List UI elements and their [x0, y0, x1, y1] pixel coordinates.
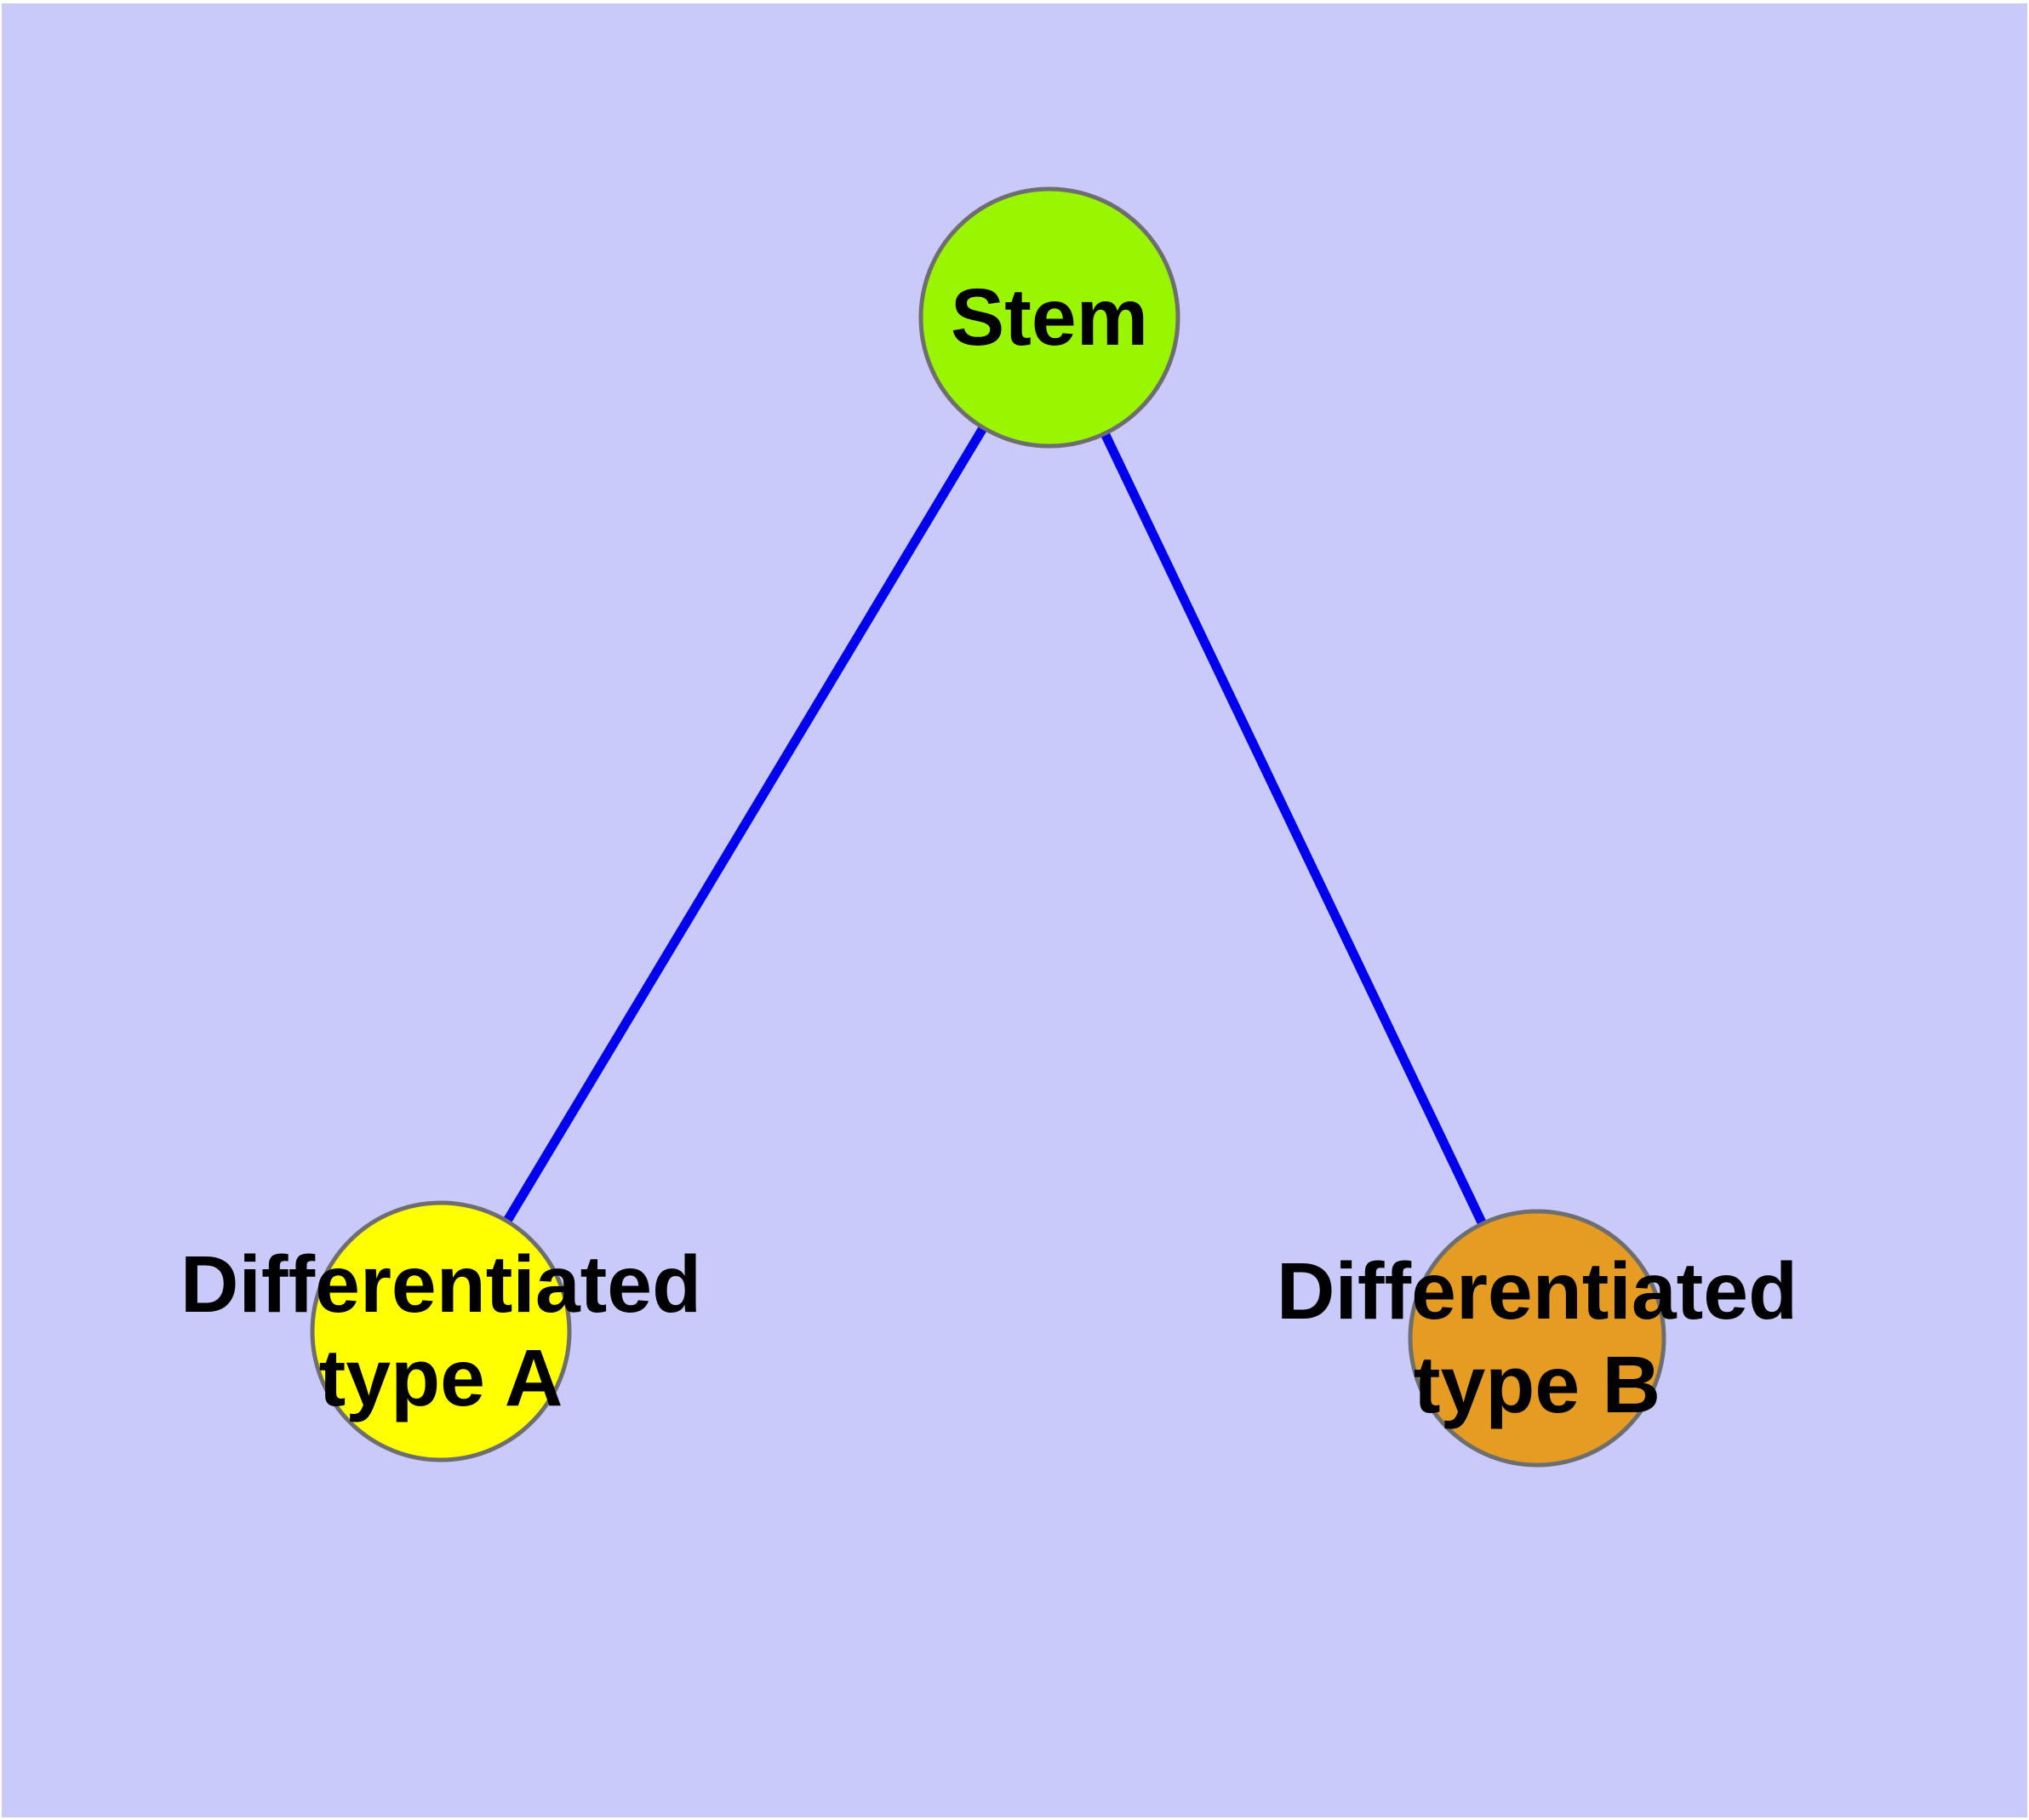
node-type-a-label: Differentiated type A	[180, 1238, 701, 1425]
edge-stem-to-type-b	[1045, 315, 1541, 1341]
node-type-b-label-line-1: Differentiated	[1276, 1246, 1798, 1336]
node-stem-label: Stem	[951, 271, 1148, 364]
node-stem-circle	[918, 186, 1180, 449]
edge-stem-to-type-a	[437, 315, 1054, 1334]
node-type-a-label-line-1: Differentiated	[180, 1239, 702, 1330]
node-stem-label-line-1: Stem	[950, 272, 1149, 363]
node-type-b-label-line-2: type B	[1413, 1340, 1661, 1430]
node-type-b-label: Differentiated type B	[1277, 1245, 1798, 1432]
node-type-a-label-line-2: type A	[318, 1333, 563, 1423]
node-type-a-circle	[310, 1200, 572, 1462]
node-type-b-circle	[1408, 1209, 1666, 1468]
